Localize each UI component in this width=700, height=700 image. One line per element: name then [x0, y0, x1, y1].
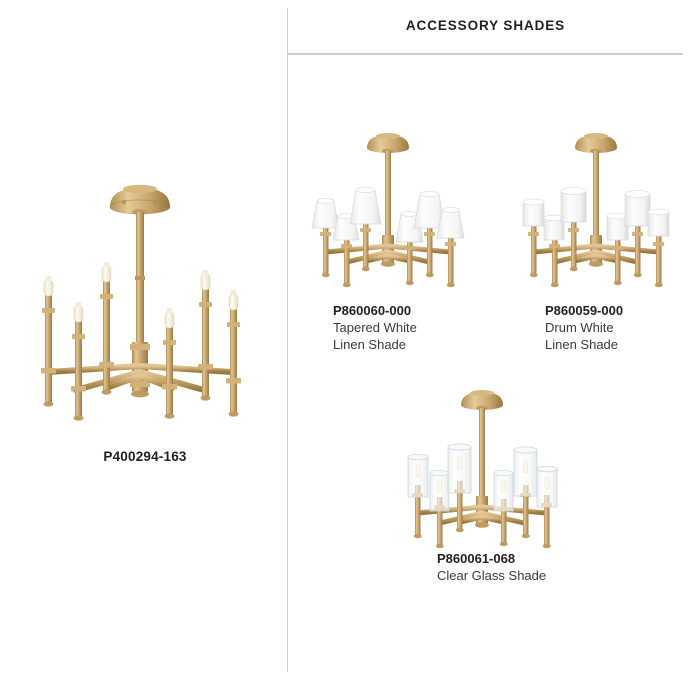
accessory-sku-glass: P860061-068 [437, 551, 516, 566]
shade-candle-6 [647, 208, 670, 288]
shade-arms [311, 187, 465, 288]
candle-3 [99, 262, 114, 395]
candle-5 [198, 270, 213, 401]
candle-1 [41, 276, 56, 407]
shade-arms [407, 443, 558, 549]
shade-candle-3 [560, 187, 587, 272]
glass-candle-5 [513, 446, 538, 539]
canopy [461, 390, 503, 411]
downrod [479, 408, 485, 496]
shade-candle-2 [543, 214, 565, 288]
accessory-desc-glass-line1: Clear Glass Shade [437, 568, 547, 583]
shade-candle-1 [311, 198, 340, 278]
candle-4 [162, 308, 177, 419]
glass-candle-6 [536, 465, 558, 549]
accessory-desc-drum-line2: Linen Shade [545, 337, 619, 352]
canopy [109, 184, 171, 215]
downrod [593, 151, 599, 235]
candle-2 [71, 302, 86, 421]
shade-candle-1 [522, 198, 545, 278]
canopy [575, 133, 617, 154]
accessory-sku-tapered: P860060-000 [333, 303, 412, 318]
glass-candle-1 [407, 453, 429, 539]
header-rule [288, 53, 683, 55]
tapered-shade-caption: P860060-000 Tapered White Linen Shade [333, 302, 523, 353]
drum-shade-caption: P860059-000 Drum White Linen Shade [545, 302, 700, 353]
page-title: ACCESSORY SHADES [405, 18, 566, 33]
vertical-divider [287, 8, 288, 672]
accessory-desc-tapered-line2: Linen Shade [333, 337, 407, 352]
main-chandelier-image [14, 176, 266, 432]
main-product-sku: P400294-163 [103, 449, 187, 464]
accessory-sku-drum: P860059-000 [545, 303, 624, 318]
accessory-desc-drum-line1: Drum White [545, 320, 614, 335]
glass-candle-4 [493, 469, 514, 547]
candle-6 [226, 290, 241, 417]
shade-candle-6 [436, 207, 465, 288]
glass-candle-3 [447, 443, 472, 533]
glass-shade-caption: P860061-068 Clear Glass Shade [437, 550, 657, 584]
accessory-desc-tapered-line1: Tapered White [333, 320, 417, 335]
shade-candle-4 [606, 212, 629, 286]
shade-candle-5 [624, 190, 651, 278]
drum-shade-chandelier-image [508, 128, 700, 288]
main-product-caption: P400294-163 [30, 448, 260, 465]
candle-arms [41, 262, 241, 421]
glass-candle-2 [429, 469, 450, 549]
glass-shade-chandelier-image [392, 385, 592, 550]
downrod [385, 151, 391, 235]
tapered-shade-chandelier-image [300, 128, 496, 288]
shade-arms [522, 187, 670, 288]
shade-candle-5 [413, 191, 446, 278]
canopy [367, 133, 409, 154]
shade-candle-3 [349, 187, 382, 272]
